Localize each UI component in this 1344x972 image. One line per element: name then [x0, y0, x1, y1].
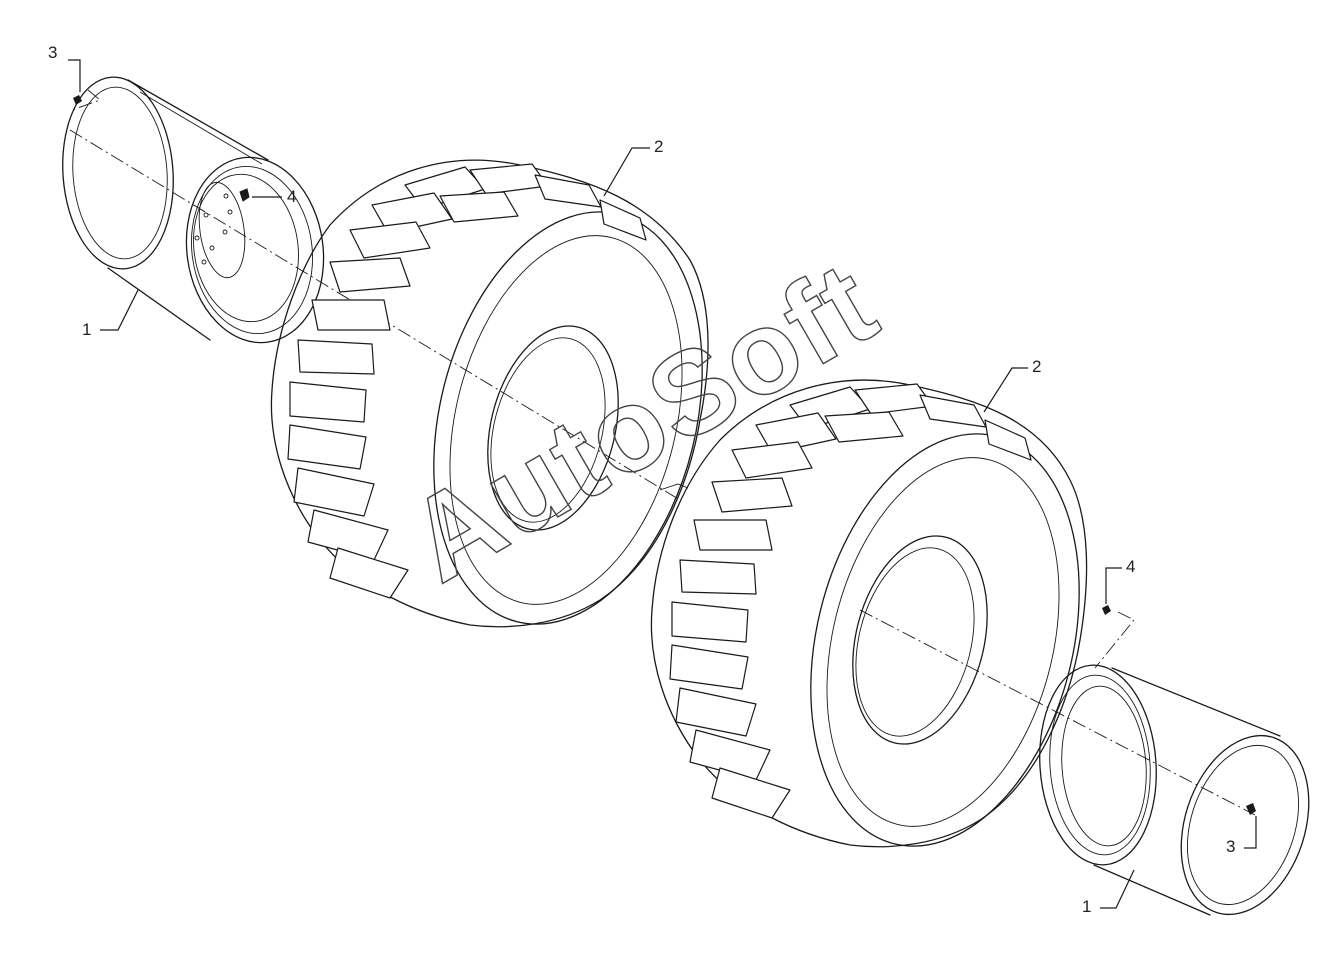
- callout-label: 3: [48, 43, 57, 62]
- leader-2-bottom: [983, 367, 1028, 413]
- valve-stem-bottom: [1246, 803, 1256, 815]
- rim-top-left: [62, 76, 325, 344]
- callout-label: 1: [1082, 897, 1091, 916]
- valve-cap-top: [73, 95, 82, 105]
- valve-axis-top: [71, 89, 101, 111]
- valve-axis-bottom: [1094, 611, 1135, 669]
- assembly-axis-bottom: [859, 609, 1256, 816]
- bolt-holes: [194, 193, 233, 265]
- callout-label: 2: [1032, 357, 1041, 376]
- tread-lugs-bottom: [669, 383, 1032, 819]
- valve-stem-top: [239, 188, 250, 202]
- callout-label: 4: [287, 187, 296, 206]
- callout-label: 1: [82, 320, 91, 339]
- tread-lugs-top: [287, 163, 647, 599]
- callout-label: 2: [654, 137, 663, 156]
- valve-cap-bottom: [1102, 605, 1111, 615]
- leader-1-top: [100, 289, 139, 331]
- tire-bottom: [650, 379, 1088, 848]
- leader-1-bottom: [1100, 869, 1135, 909]
- leader-4-bottom: [1105, 567, 1122, 604]
- leader-2-top: [603, 147, 650, 197]
- leader-3-bottom: [1244, 816, 1257, 849]
- rim-bottom-right: [1039, 664, 1310, 916]
- tire-top: [270, 159, 709, 628]
- leader-3-top: [68, 59, 81, 92]
- callout-label: 3: [1226, 837, 1235, 856]
- assembly-axis-top: [69, 129, 681, 501]
- callout-label: 4: [1126, 557, 1135, 576]
